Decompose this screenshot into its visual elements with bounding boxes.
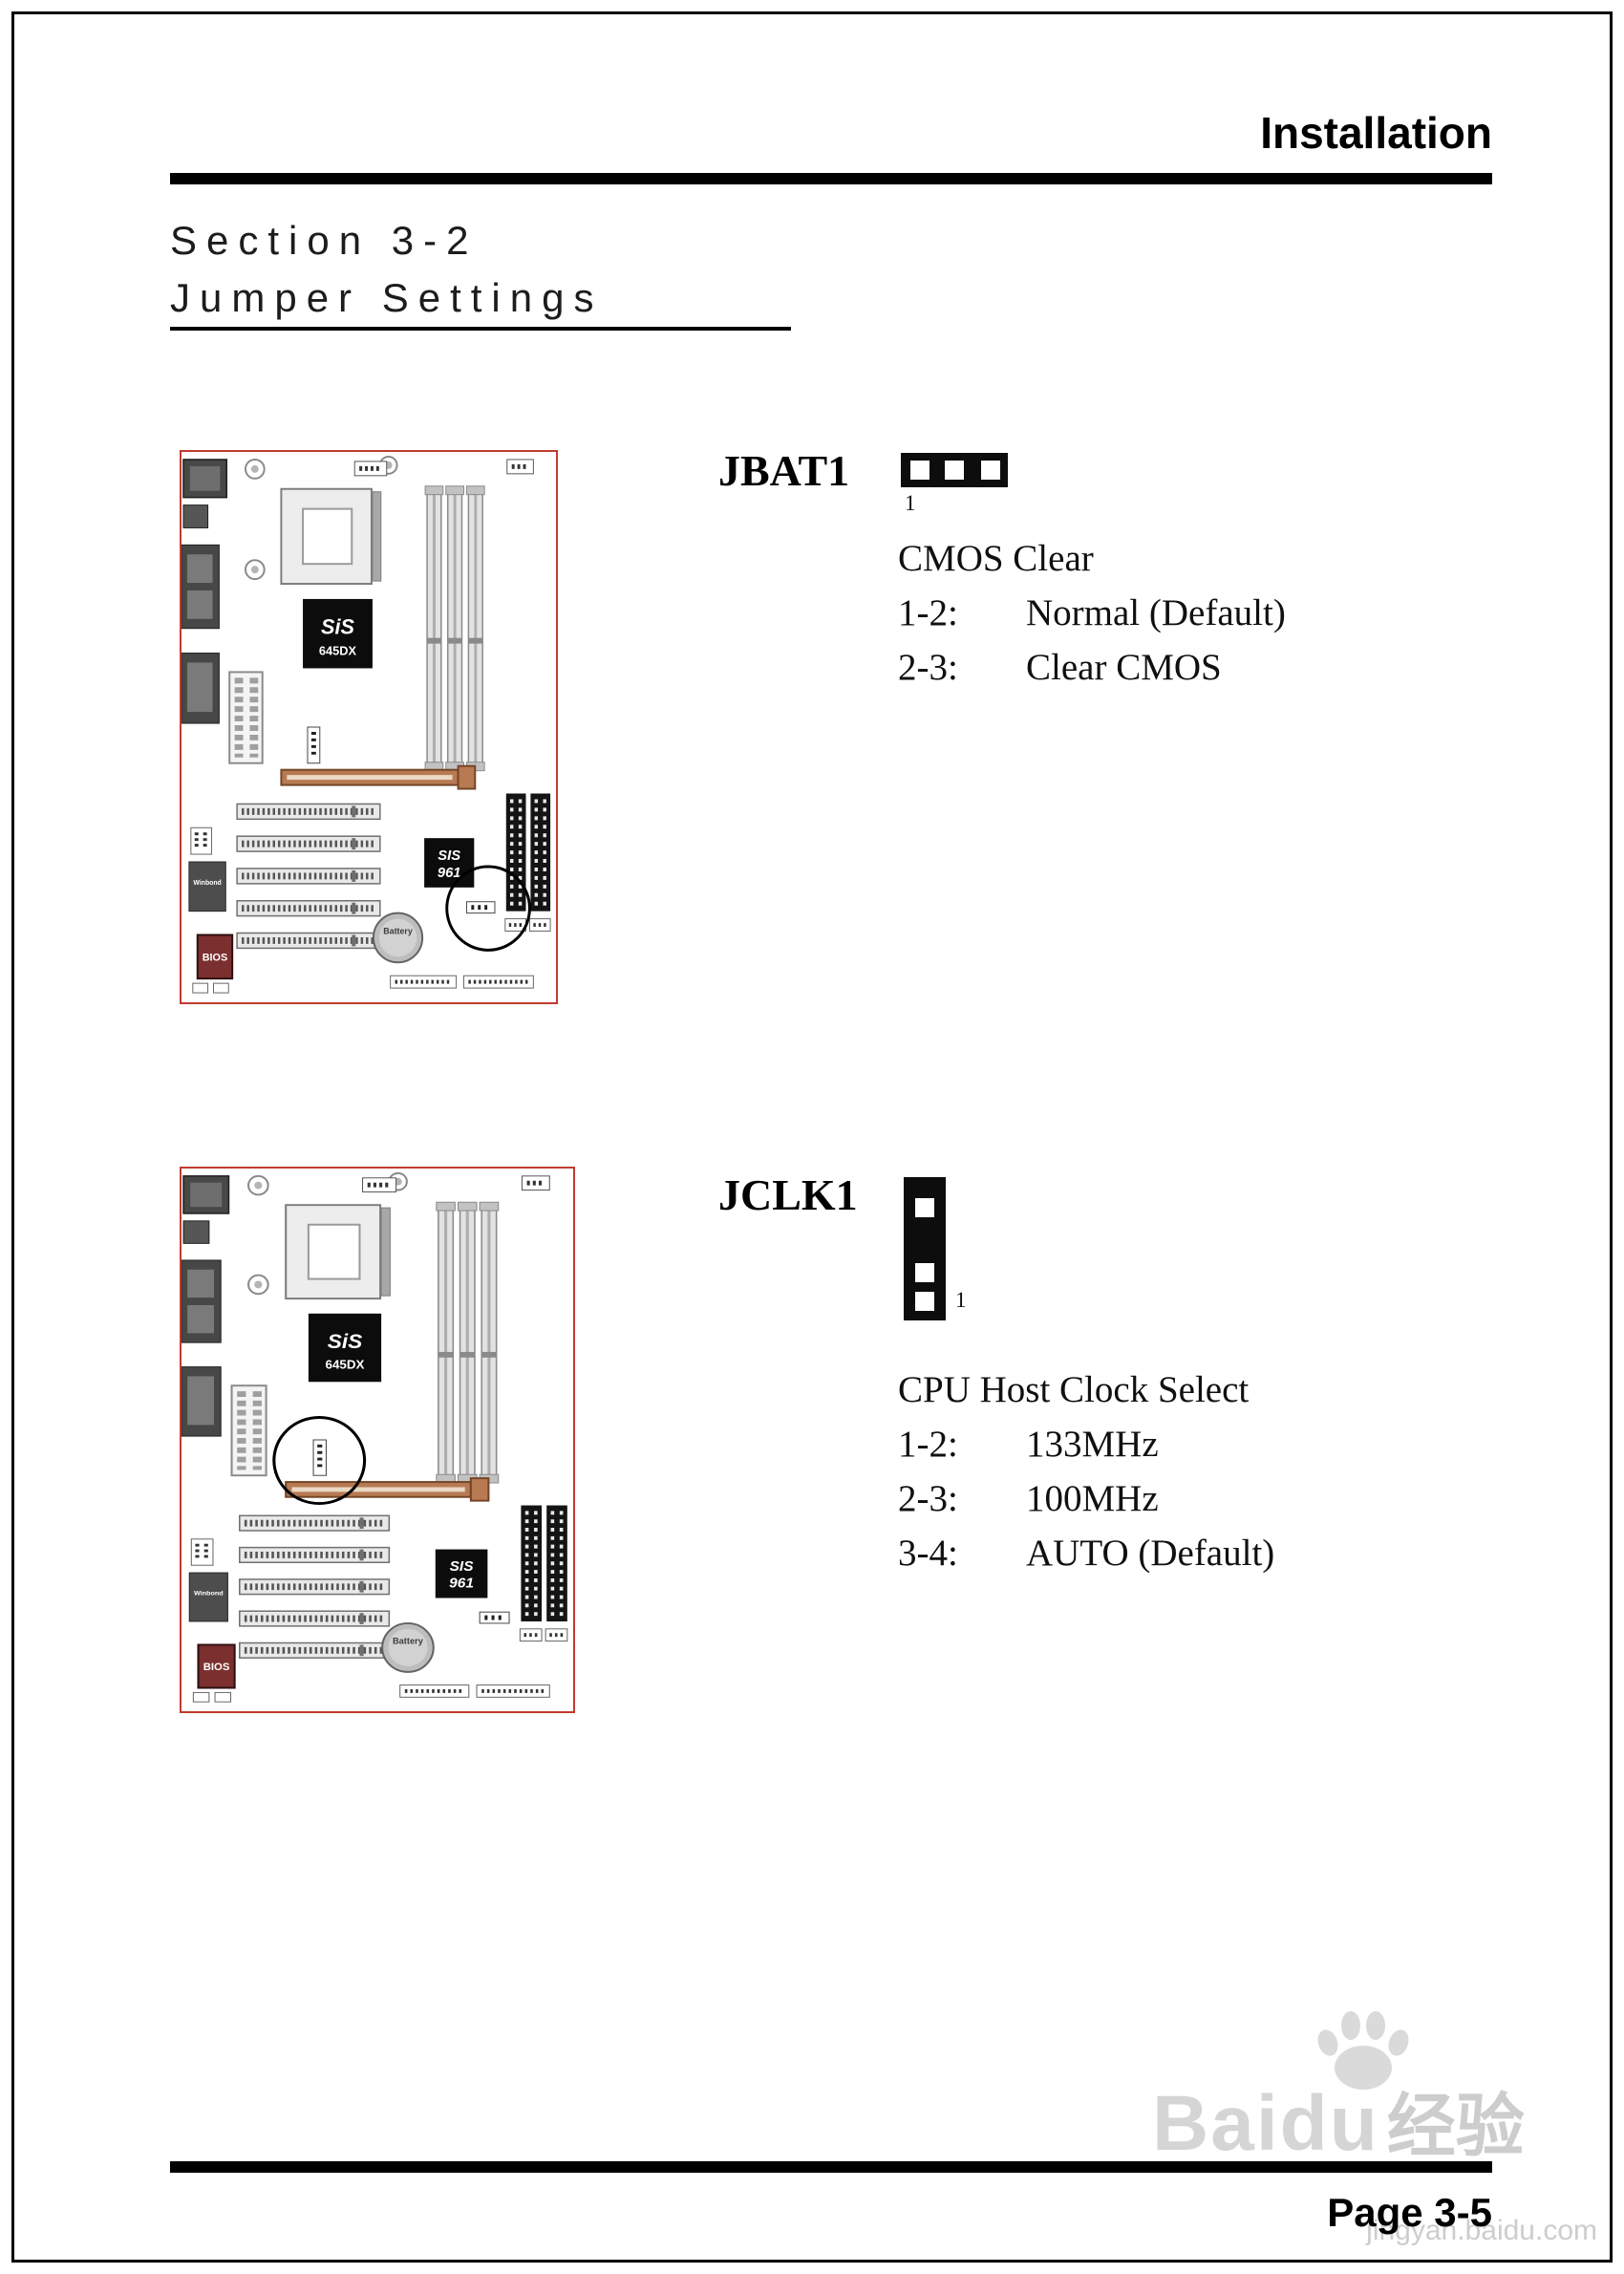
jumper-name-jbat1: JBAT1: [718, 446, 850, 495]
option-value: AUTO (Default): [1026, 1533, 1275, 1574]
jclk1-location-circle: [272, 1416, 367, 1506]
option-pins: 2-3:: [898, 1478, 958, 1519]
jclk1-description: CPU Host Clock Select 1-2: 133MHz 2-3: 1…: [898, 1368, 1274, 1586]
jumper-option: 2-3: Clear CMOS: [898, 646, 1286, 700]
watermark-baidu: Baidu: [1152, 2080, 1379, 2167]
chapter-header: Installation: [1260, 108, 1492, 158]
option-pins: 3-4:: [898, 1533, 958, 1574]
jbat1-location-circle: [445, 865, 531, 952]
section-underline: [170, 327, 791, 331]
jclk1-pin-2: [915, 1263, 934, 1282]
motherboard-diagram-jclk1: [180, 1167, 575, 1713]
top-rule: [170, 173, 1492, 184]
jumper-option: 1-2: 133MHz: [898, 1423, 1274, 1477]
jclk1-pin1-label: 1: [955, 1288, 967, 1312]
option-pins: 1-2:: [898, 1424, 958, 1465]
option-pins: 1-2:: [898, 592, 958, 633]
jumper-title: CMOS Clear: [898, 538, 1094, 579]
jumper-name-jclk1: JCLK1: [718, 1170, 858, 1219]
jumper-option: 1-2: Normal (Default): [898, 591, 1286, 646]
jumper-title: CPU Host Clock Select: [898, 1369, 1250, 1410]
jbat1-pin1-label: 1: [905, 491, 916, 515]
watermark-site: jingyan.baidu.com: [1366, 2215, 1597, 2246]
page-number: Page 3-5: [1327, 2190, 1492, 2235]
section-number: Section 3-2: [170, 218, 479, 263]
jumper-option: 2-3: 100MHz: [898, 1477, 1274, 1532]
jbat1-jumper-icon: [901, 453, 1008, 487]
option-value: 100MHz: [1026, 1478, 1159, 1519]
motherboard-diagram-jbat1: [180, 450, 558, 1004]
jbat1-pin-2: [945, 461, 964, 480]
jclk1-pin-1: [915, 1292, 934, 1311]
watermark-cn: 经验: [1386, 2089, 1525, 2165]
jclk1-pin-4: [915, 1198, 934, 1217]
paw-icon: [1317, 2011, 1409, 2090]
jumper-option: 3-4: AUTO (Default): [898, 1532, 1274, 1586]
option-value: Normal (Default): [1026, 592, 1286, 633]
jbat1-pin-3: [981, 461, 1000, 480]
section-title: Jumper Settings: [170, 275, 604, 320]
option-value: 133MHz: [1026, 1424, 1159, 1465]
jbat1-description: CMOS Clear 1-2: Normal (Default) 2-3: Cl…: [898, 537, 1286, 700]
page-border: [11, 11, 1613, 2263]
option-value: Clear CMOS: [1026, 647, 1222, 688]
jbat1-pin-1: [910, 461, 930, 480]
jclk1-jumper-icon: [904, 1177, 946, 1320]
option-pins: 2-3:: [898, 647, 958, 688]
bottom-rule: [170, 2161, 1492, 2173]
